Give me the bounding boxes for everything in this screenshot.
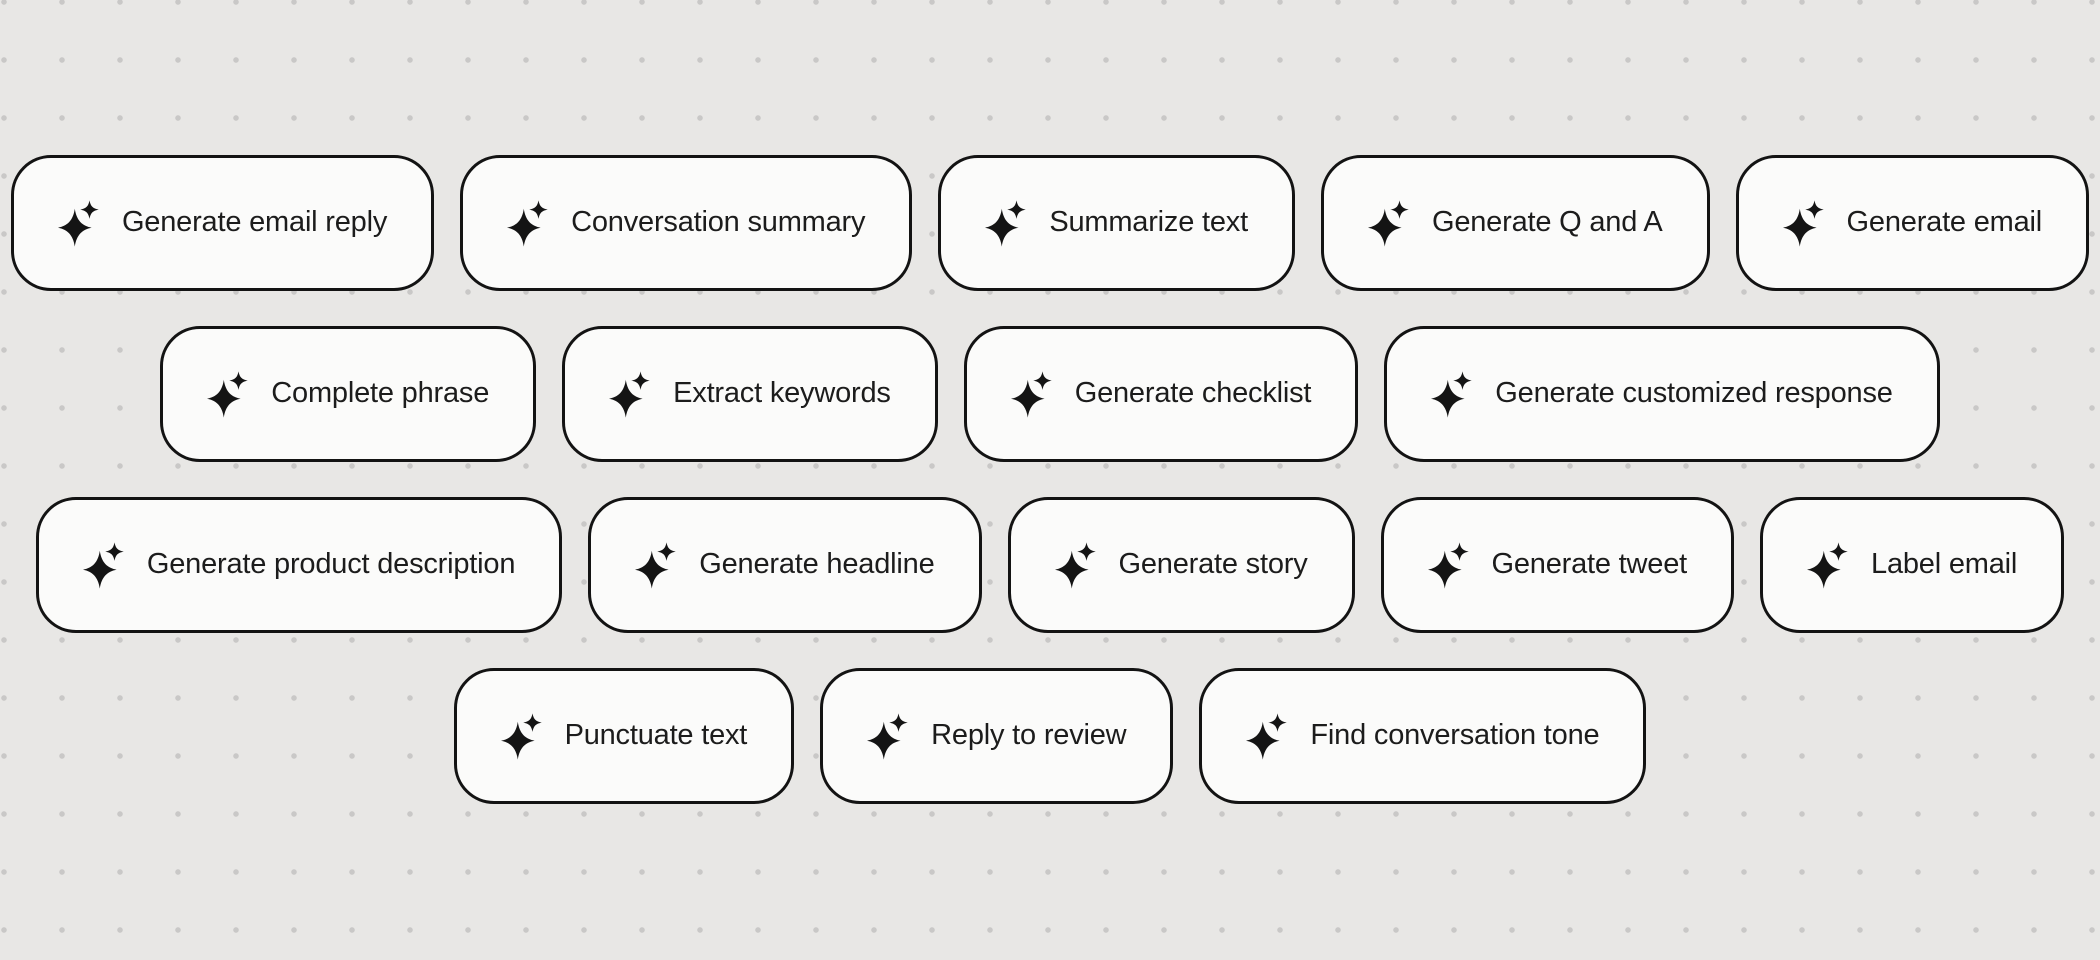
card-row: Complete phrase Extract keywords Generat… bbox=[0, 326, 2100, 462]
sparkle-icon bbox=[1367, 199, 1410, 247]
sparkle-icon bbox=[1054, 541, 1097, 589]
sparkle-icon bbox=[207, 370, 249, 418]
prompt-card-label: Generate email reply bbox=[121, 205, 388, 238]
prompt-card-label: Generate email bbox=[1846, 205, 2043, 238]
prompt-card-label: Punctuate text bbox=[564, 718, 748, 751]
prompt-card-complete-phrase[interactable]: Complete phrase bbox=[160, 326, 537, 462]
sparkle-icon bbox=[1246, 712, 1288, 760]
prompt-card-label: Generate tweet bbox=[1491, 547, 1688, 580]
prompt-card-label: Summarize text bbox=[1049, 205, 1248, 238]
prompt-card-label: Generate checklist bbox=[1074, 376, 1312, 409]
sparkle-icon bbox=[1807, 541, 1849, 589]
prompt-card-generate-story[interactable]: Generate story bbox=[1007, 497, 1355, 633]
prompt-card-label: Extract keywords bbox=[673, 376, 891, 409]
prompt-card-generate-tweet[interactable]: Generate tweet bbox=[1380, 497, 1735, 633]
prompt-card-label: Conversation summary bbox=[571, 205, 866, 238]
sparkle-icon bbox=[635, 541, 677, 589]
sparkle-icon bbox=[1782, 199, 1825, 247]
prompt-card-reply-to-review[interactable]: Reply to review bbox=[820, 668, 1174, 804]
sparkle-icon bbox=[82, 541, 125, 589]
prompt-card-generate-product-description[interactable]: Generate product description bbox=[35, 497, 563, 633]
prompt-card-generate-email[interactable]: Generate email bbox=[1735, 155, 2090, 291]
card-row: Generate product description Generate he… bbox=[0, 497, 2100, 633]
prompt-card-label: Find conversation tone bbox=[1310, 718, 1600, 751]
prompt-card-label: Generate headline bbox=[699, 547, 935, 580]
sparkle-icon bbox=[985, 199, 1027, 247]
prompt-card-label: Complete phrase bbox=[271, 376, 490, 409]
sparkle-icon bbox=[867, 712, 909, 760]
prompt-card-conversation-summary[interactable]: Conversation summary bbox=[460, 155, 913, 291]
sparkle-icon bbox=[1010, 370, 1053, 418]
prompt-card-punctuate-text[interactable]: Punctuate text bbox=[453, 668, 795, 804]
prompt-card-generate-q-and-a[interactable]: Generate Q and A bbox=[1320, 155, 1710, 291]
sparkle-icon bbox=[1431, 370, 1473, 418]
prompt-card-generate-email-reply[interactable]: Generate email reply bbox=[10, 155, 435, 291]
prompt-card-summarize-text[interactable]: Summarize text bbox=[938, 155, 1295, 291]
prompt-card-label: Generate Q and A bbox=[1431, 205, 1663, 238]
prompt-card-label: Reply to review bbox=[931, 718, 1127, 751]
sparkle-icon bbox=[507, 199, 549, 247]
prompt-card-generate-checklist[interactable]: Generate checklist bbox=[963, 326, 1359, 462]
prompt-card-rows: Generate email reply Conversation summar… bbox=[0, 155, 2100, 804]
sparkle-icon bbox=[500, 712, 543, 760]
prompt-card-find-conversation-tone[interactable]: Find conversation tone bbox=[1199, 668, 1647, 804]
sparkle-icon bbox=[1427, 541, 1470, 589]
prompt-card-label-email[interactable]: Label email bbox=[1760, 497, 2065, 633]
prompt-card-label: Generate product description bbox=[146, 547, 516, 580]
sparkle-icon bbox=[57, 199, 100, 247]
sparkle-icon bbox=[609, 370, 651, 418]
prompt-card-label: Generate story bbox=[1118, 547, 1308, 580]
prompt-card-label: Label email bbox=[1871, 547, 2018, 580]
card-row: Punctuate text Reply to review Find conv… bbox=[0, 668, 2100, 804]
prompt-card-generate-headline[interactable]: Generate headline bbox=[588, 497, 982, 633]
prompt-card-label: Generate customized response bbox=[1495, 376, 1893, 409]
prompt-card-generate-customized-response[interactable]: Generate customized response bbox=[1384, 326, 1940, 462]
prompt-card-extract-keywords[interactable]: Extract keywords bbox=[562, 326, 938, 462]
card-row: Generate email reply Conversation summar… bbox=[0, 155, 2100, 291]
